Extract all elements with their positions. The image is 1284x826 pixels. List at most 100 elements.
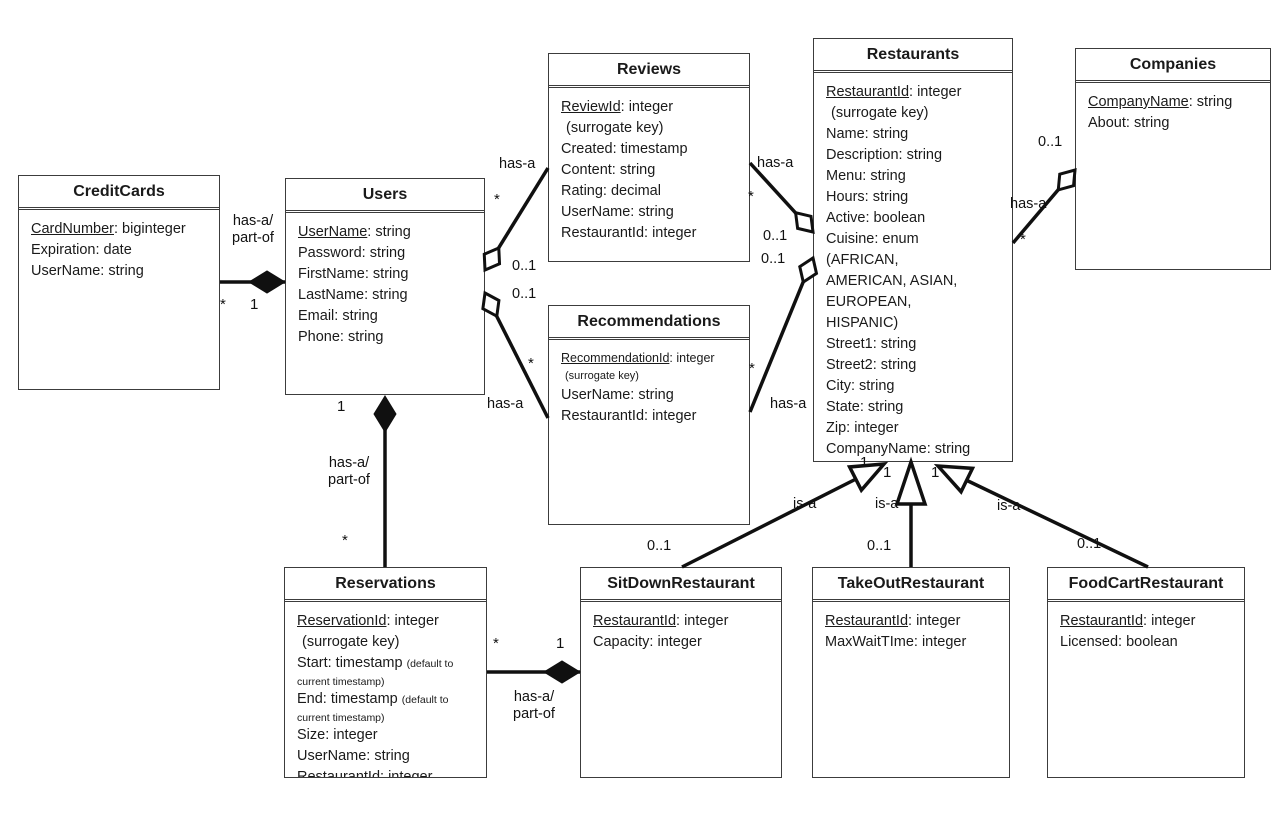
multiplicity-many-creditcards: * [220, 296, 226, 313]
attribute-line: RestaurantId: integer [826, 84, 962, 100]
attribute-line: UserName: string [561, 204, 674, 220]
attribute-line: Created: timestamp [561, 141, 688, 157]
entity-recommendations: Recommendations RecommendationId: intege… [548, 305, 750, 525]
label-is-a-foodcart: is-a [997, 498, 1021, 514]
attribute-line: Capacity: integer [593, 634, 702, 650]
label-has-a-reviews-restaurants: has-a [757, 155, 794, 171]
connector-isa-foodcartrestaurant [933, 463, 1149, 569]
attribute-line: (surrogate key) [566, 120, 664, 136]
multiplicity-one-users: 1 [250, 296, 259, 313]
entity-reviews: Reviews ReviewId: integer(surrogate key)… [548, 53, 750, 262]
attribute-line: Zip: integer [826, 420, 899, 436]
entity-restaurants: Restaurants RestaurantId: integer (surrog… [813, 38, 1013, 462]
entity-title: Recommendations [549, 306, 749, 338]
attribute-line: UserName: string [298, 224, 411, 240]
attribute-line: RestaurantId: integer [593, 613, 729, 629]
attribute-line: Menu: string [826, 168, 906, 184]
multiplicity-one-isa-takeout: 1 [883, 464, 892, 481]
multiplicity-many-restaurants-companies: * [1020, 231, 1026, 248]
attribute-line: (AFRICAN, [826, 252, 899, 268]
attribute-line: Password: string [298, 245, 406, 261]
attribute-line: current timestamp) [297, 676, 385, 688]
generalization-arrowhead [894, 456, 928, 506]
attribute-line: AMERICAN, ASIAN, [826, 273, 958, 289]
attribute-line: Phone: string [298, 329, 384, 345]
label-is-a-takeout: is-a [875, 496, 899, 512]
attribute-line: State: string [826, 399, 904, 415]
attribute-line: CompanyName: string [826, 441, 971, 457]
connector-reservations-sitdownrestaurant [487, 660, 581, 684]
entity-title: FoodCartRestaurant [1048, 568, 1244, 600]
attribute-line: FirstName: string [298, 266, 409, 282]
entity-title: TakeOutRestaurant [813, 568, 1009, 600]
multiplicity-many-recommendations: * [528, 355, 534, 372]
attribute-line: RestaurantId: integer [297, 769, 433, 778]
connector-creditcards-users [220, 270, 286, 294]
attribute-line: Size: integer [297, 727, 378, 743]
label-has-a-recommendations-restaurants: has-a [770, 396, 807, 412]
attribute-line: Name: string [826, 126, 909, 142]
attribute-line: current timestamp) [297, 712, 385, 724]
attribute-line: Email: string [298, 308, 378, 324]
entity-attributes: RestaurantId: integer (surrogate key) Name… [814, 72, 1012, 460]
label-has-a-users-recommendations: has-a [487, 396, 524, 412]
attribute-line: Street1: string [826, 336, 917, 352]
attribute-line: RecommendationId: integer [561, 351, 715, 365]
multiplicity-many-reviews-restaurants: * [748, 188, 754, 205]
multiplicity-one-users-reservations: 1 [337, 398, 346, 415]
multiplicity-optional-isa-foodcart: 0..1 [1077, 536, 1102, 552]
multiplicity-optional-users-reviews: 0..1 [512, 258, 537, 274]
attribute-line: UserName: string [31, 263, 144, 279]
entity-title: Companies [1076, 49, 1270, 81]
multiplicity-many-recommendations-restaurants: * [749, 360, 755, 377]
attribute-line: RestaurantId: integer [825, 613, 961, 629]
attribute-line: Licensed: boolean [1060, 634, 1178, 650]
attribute-line: Cuisine: enum [826, 231, 919, 247]
entity-title: CreditCards [19, 176, 219, 208]
attribute-line: Hours: string [826, 189, 909, 205]
label-has-a-part-of-reservations-sitdown: has-a/ part-of [513, 689, 555, 722]
attribute-line: End: timestamp (default to [297, 691, 449, 707]
connector-recommendations-restaurants [748, 255, 819, 413]
multiplicity-optional-isa-sitdown: 0..1 [647, 538, 672, 554]
entity-title: Users [286, 179, 484, 211]
multiplicity-optional-reviews-restaurants: 0..1 [763, 228, 788, 244]
attribute-line: About: string [1088, 115, 1170, 131]
composition-diamond [543, 660, 581, 684]
attribute-line: HISPANIC) [826, 315, 899, 331]
entity-attributes: ReservationId: integer(surrogate key)Sta… [285, 601, 486, 778]
entity-title: Restaurants [814, 39, 1012, 71]
attribute-line: RestaurantId: integer [1060, 613, 1196, 629]
attribute-line: City: string [826, 378, 895, 394]
entity-title: SitDownRestaurant [581, 568, 781, 600]
composition-diamond [248, 270, 286, 294]
entity-foodcartrestaurant: FoodCartRestaurant RestaurantId: integer… [1047, 567, 1245, 778]
attribute-line: (surrogate key) [831, 105, 929, 121]
label-is-a-sitdown: is-a [793, 496, 817, 512]
entity-attributes: ReviewId: integer (surrogate key) Created:… [549, 87, 749, 244]
attribute-line: RestaurantId: integer [561, 408, 697, 424]
multiplicity-optional-restaurants-companies: 0..1 [1038, 134, 1063, 150]
attribute-line: EUROPEAN, [826, 294, 912, 310]
multiplicity-one-isa-sitdown: 1 [860, 454, 869, 471]
multiplicity-optional-users-recommendations: 0..1 [512, 286, 537, 302]
multiplicity-optional-isa-takeout: 0..1 [867, 538, 892, 554]
entity-title: Reservations [285, 568, 486, 600]
multiplicity-many-reviews: * [494, 191, 500, 208]
label-has-a-users-reviews: has-a [499, 156, 536, 172]
attribute-line: Street2: string [826, 357, 917, 373]
multiplicity-many-reservations: * [342, 532, 348, 549]
attribute-line: CompanyName: string [1088, 94, 1233, 110]
attribute-line: ReviewId: integer [561, 99, 674, 115]
multiplicity-one-sitdown: 1 [556, 635, 565, 652]
